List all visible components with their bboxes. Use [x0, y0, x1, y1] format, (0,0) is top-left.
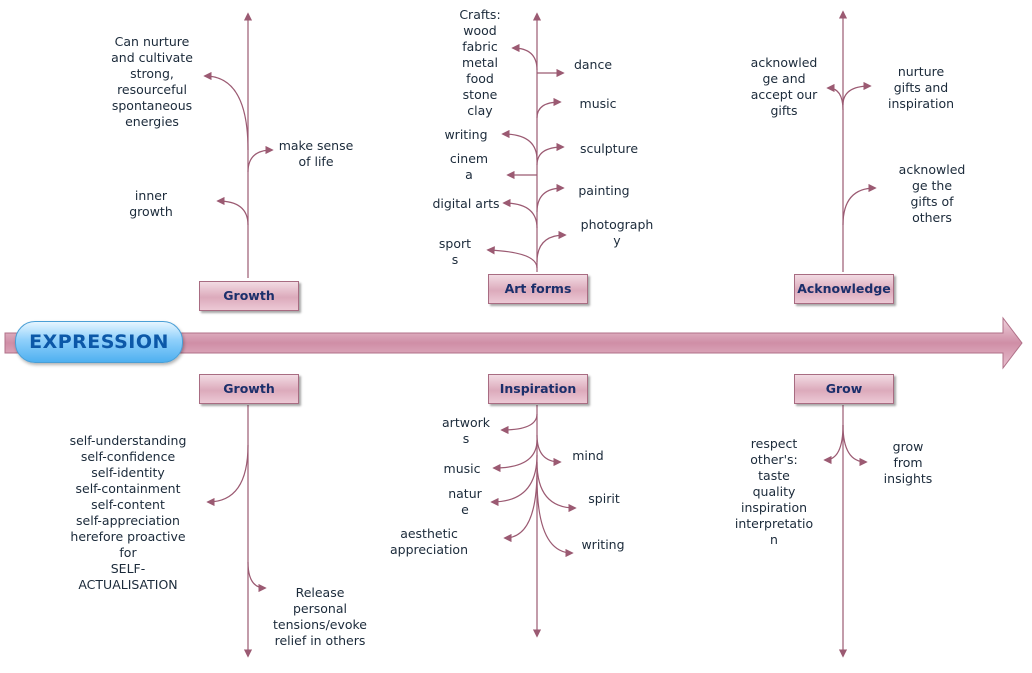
branch-growth-nurture — [203, 71, 249, 151]
label-art-crafts: Crafts: wood fabric metal food stone cla… — [459, 7, 501, 118]
branch-art-photography — [536, 230, 567, 263]
label-art-sculpture: sculpture — [579, 141, 639, 156]
label-ack-accept: acknowled ge and accept our gifts — [750, 55, 818, 118]
branch-insp-artworks — [500, 413, 538, 435]
label-insp-writing: writing — [581, 537, 625, 552]
branch-growth-self — [206, 444, 249, 507]
label-art-music: music — [579, 96, 617, 111]
label-growth-self: self-understanding self-confidence self-… — [69, 433, 187, 592]
label-insp-mind: mind — [572, 448, 604, 463]
branch-insp-music — [492, 439, 538, 473]
branch-growth-sense — [247, 145, 274, 173]
central-topic-expression[interactable]: EXPRESSION — [15, 321, 183, 363]
branch-grow-insights — [842, 424, 868, 467]
label-insp-artworks: artwork s — [442, 415, 490, 446]
label-ack-others: acknowled ge the gifts of others — [898, 162, 966, 225]
branch-art-sports — [486, 246, 538, 269]
category-acknowledge[interactable]: Acknowledge — [794, 274, 894, 304]
label-insp-nature: natur e — [448, 486, 482, 517]
label-grow-respect: respect other's: taste quality inspirati… — [734, 436, 814, 547]
branch-art-crafts — [511, 43, 538, 71]
branch-ack-accept — [826, 83, 844, 111]
label-grow-insights: grow from insights — [883, 439, 933, 486]
label-insp-spirit: spirit — [588, 491, 620, 506]
category-growth-top[interactable]: Growth — [199, 281, 299, 311]
branch-art-writing — [501, 129, 538, 161]
label-insp-music: music — [443, 461, 481, 476]
branch-art-painting — [536, 183, 565, 213]
branch-art-digital — [502, 198, 538, 229]
branch-insp-nature — [490, 454, 538, 507]
category-growth-bottom[interactable]: Growth — [199, 374, 299, 404]
label-art-sports: sport s — [438, 236, 472, 267]
label-art-photography: photograph y — [580, 217, 654, 248]
label-growth-inner: inner growth — [129, 188, 173, 219]
label-growth-nurture: Can nurture and cultivate strong, resour… — [111, 34, 193, 129]
label-growth-release: Release personal tensions/evoke relief i… — [272, 585, 367, 648]
label-art-dance: dance — [573, 57, 613, 72]
branch-art-sculpture — [536, 142, 565, 166]
branch-ack-others — [842, 183, 877, 226]
branch-insp-writing — [536, 477, 574, 558]
branch-insp-spirit — [536, 461, 577, 513]
label-art-cinema: cinem a — [449, 151, 489, 182]
branch-growth-release — [247, 561, 267, 593]
category-inspiration[interactable]: Inspiration — [488, 374, 588, 404]
label-growth-sense: make sense of life — [278, 138, 354, 169]
branch-art-music — [536, 97, 562, 119]
label-art-painting: painting — [578, 183, 630, 198]
branch-insp-mind — [536, 434, 562, 467]
category-art-forms[interactable]: Art forms — [488, 274, 588, 304]
label-art-writing: writing — [444, 127, 488, 142]
branch-ack-nurture — [842, 81, 872, 106]
branch-grow-respect — [823, 424, 844, 465]
label-insp-aesthetic: aesthetic appreciation — [389, 526, 469, 557]
branch-growth-inner — [216, 196, 249, 226]
label-ack-nurture: nurture gifts and inspiration — [887, 64, 955, 111]
category-grow[interactable]: Grow — [794, 374, 894, 404]
label-art-digital: digital arts — [432, 196, 500, 211]
